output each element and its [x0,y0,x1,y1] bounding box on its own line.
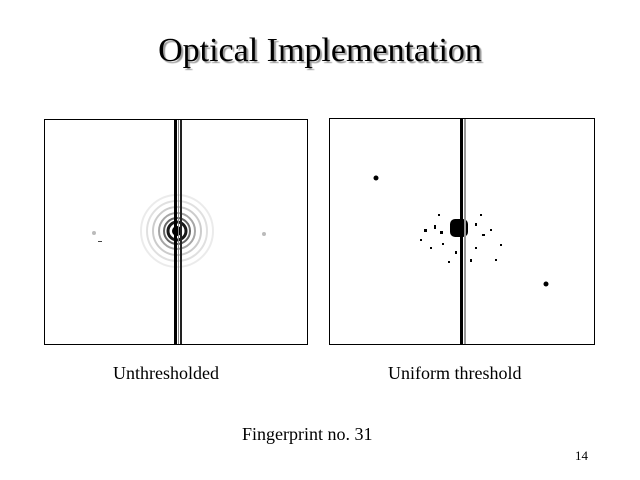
slide-title: Optical Implementation [158,32,482,69]
unthresholded-image [44,119,308,345]
uniform-threshold-image [329,118,595,345]
caption-unthresholded: Unthresholded [113,363,219,383]
caption-uniform-threshold: Uniform threshold [388,363,522,383]
correlation-pattern-unthresholded [92,120,266,344]
footer-caption: Fingerprint no. 31 [242,424,373,444]
page-number: 14 [575,448,588,463]
correlation-pattern-thresholded [373,119,549,344]
